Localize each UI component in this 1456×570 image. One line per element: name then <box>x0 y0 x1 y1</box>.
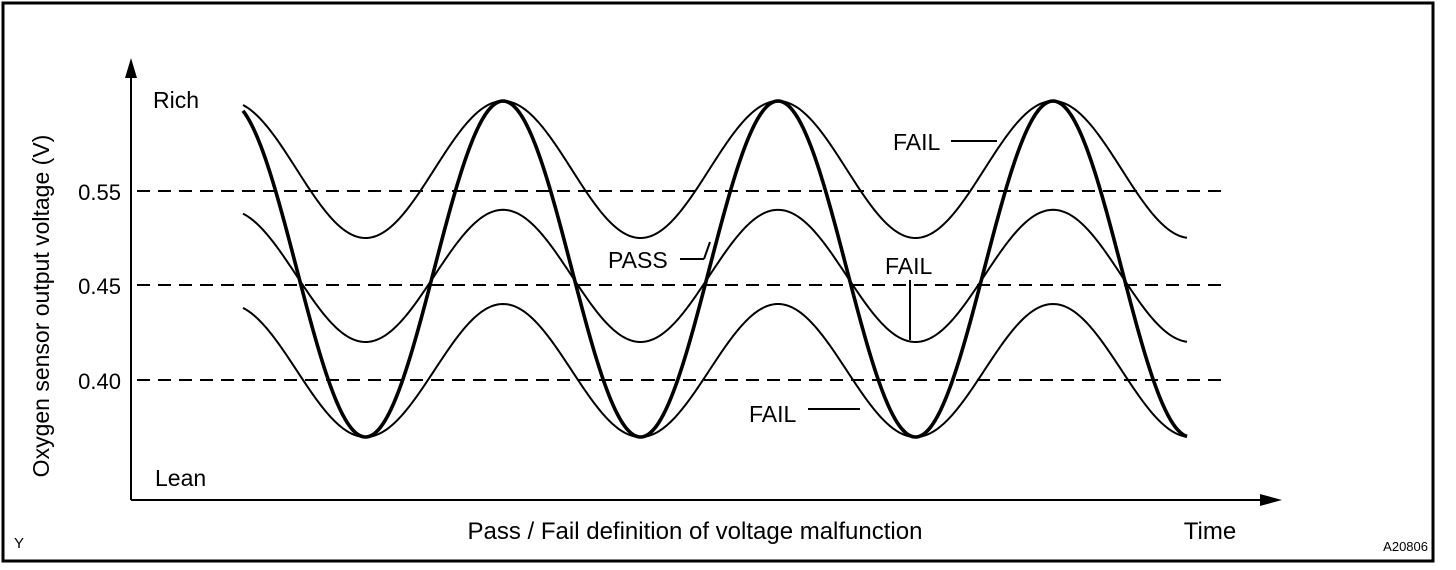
x-axis-arrow <box>1260 494 1282 506</box>
y-tick-label: 0.45 <box>78 274 121 299</box>
callout-pass: PASS <box>608 241 711 273</box>
y-tick-label: 0.55 <box>78 180 121 205</box>
x-axis-caption: Pass / Fail definition of voltage malfun… <box>468 518 923 545</box>
fail-label: FAIL <box>885 253 933 279</box>
callout-fail-top: FAIL <box>893 129 997 155</box>
pass-label: PASS <box>608 247 668 273</box>
y-tick-label: 0.40 <box>78 369 121 394</box>
pass-leader-line <box>703 241 711 260</box>
figure-id: A20806 <box>1383 539 1428 554</box>
callout-fail-bottom: FAIL <box>749 401 860 427</box>
corner-letter: Y <box>14 535 24 552</box>
y-axis-title: Oxygen sensor output voltage (V) <box>28 135 54 478</box>
figure-frame <box>1 1 1435 563</box>
y-axis-arrow <box>125 58 137 78</box>
fail-waveform <box>242 303 1188 438</box>
rich-label: Rich <box>153 87 199 113</box>
axes <box>125 58 1282 506</box>
fail-label: FAIL <box>893 129 941 155</box>
threshold-lines <box>137 190 1228 381</box>
waveform-curves <box>241 99 1188 439</box>
fail-waveform <box>242 100 1188 239</box>
lean-label: Lean <box>155 465 206 491</box>
pass-waveform <box>241 99 1188 439</box>
time-label: Time <box>1184 518 1236 545</box>
fail-waveform <box>242 208 1188 343</box>
fail-label: FAIL <box>749 401 797 427</box>
callout-fail-middle: FAIL <box>885 253 933 340</box>
